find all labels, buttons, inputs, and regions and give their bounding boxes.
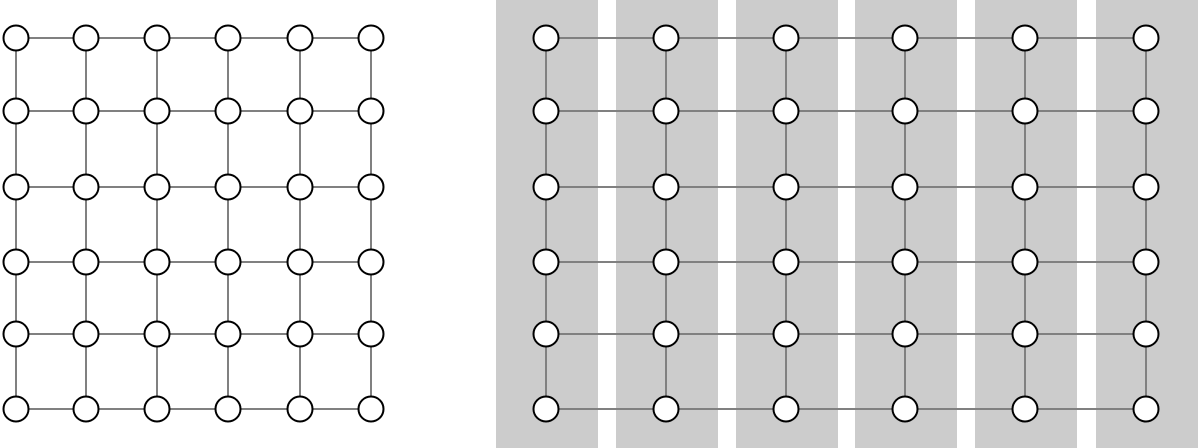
- graph-node: [1011, 248, 1039, 276]
- graph-node: [2, 24, 30, 52]
- graph-node: [214, 24, 242, 52]
- graph-node: [532, 97, 560, 125]
- graph-node: [72, 97, 100, 125]
- graph-node: [1011, 320, 1039, 348]
- graph-node: [286, 97, 314, 125]
- graph-node: [357, 248, 385, 276]
- graph-node: [214, 395, 242, 423]
- graph-node: [2, 173, 30, 201]
- graph-node: [772, 320, 800, 348]
- graph-node: [357, 395, 385, 423]
- graph-node: [772, 248, 800, 276]
- graph-node: [2, 97, 30, 125]
- graph-node: [652, 173, 680, 201]
- graph-node: [1132, 395, 1160, 423]
- graph-node: [357, 173, 385, 201]
- graph-node: [72, 24, 100, 52]
- graph-node: [1011, 395, 1039, 423]
- graph-node: [532, 395, 560, 423]
- graph-node: [143, 24, 171, 52]
- graph-node: [286, 320, 314, 348]
- graph-node: [1132, 97, 1160, 125]
- graph-node: [652, 395, 680, 423]
- graph-node: [891, 97, 919, 125]
- graph-node: [532, 248, 560, 276]
- graph-node: [532, 24, 560, 52]
- graph-node: [532, 320, 560, 348]
- graph-node: [1132, 320, 1160, 348]
- graph-node: [286, 173, 314, 201]
- graph-node: [891, 24, 919, 52]
- graph-node: [214, 248, 242, 276]
- graph-node: [772, 97, 800, 125]
- graph-node: [652, 97, 680, 125]
- graph-node: [286, 248, 314, 276]
- graph-node: [1011, 173, 1039, 201]
- right-partitioned-grid-graph: [496, 0, 1198, 448]
- graph-node: [143, 173, 171, 201]
- graph-node: [214, 173, 242, 201]
- graph-node: [652, 320, 680, 348]
- graph-node: [532, 173, 560, 201]
- graph-node: [2, 248, 30, 276]
- graph-node: [1132, 173, 1160, 201]
- graph-node: [1011, 24, 1039, 52]
- graph-node: [286, 395, 314, 423]
- graph-node: [891, 173, 919, 201]
- graph-node: [891, 320, 919, 348]
- graph-node: [357, 97, 385, 125]
- graph-node: [143, 395, 171, 423]
- graph-node: [2, 320, 30, 348]
- graph-node: [357, 24, 385, 52]
- graph-node: [286, 24, 314, 52]
- left-grid-graph: [2, 24, 385, 423]
- graph-node: [1132, 248, 1160, 276]
- graph-node: [772, 395, 800, 423]
- graph-node: [2, 395, 30, 423]
- graph-node: [1011, 97, 1039, 125]
- graph-node: [891, 248, 919, 276]
- graph-node: [772, 24, 800, 52]
- graph-node: [357, 320, 385, 348]
- graph-node: [72, 395, 100, 423]
- graph-node: [214, 97, 242, 125]
- graph-node: [72, 173, 100, 201]
- graph-node: [72, 248, 100, 276]
- graph-node: [214, 320, 242, 348]
- graph-node: [143, 320, 171, 348]
- graph-node: [891, 395, 919, 423]
- graph-node: [143, 97, 171, 125]
- graph-node: [652, 248, 680, 276]
- graph-node: [652, 24, 680, 52]
- graph-node: [1132, 24, 1160, 52]
- graph-node: [143, 248, 171, 276]
- graph-node: [772, 173, 800, 201]
- graph-node: [72, 320, 100, 348]
